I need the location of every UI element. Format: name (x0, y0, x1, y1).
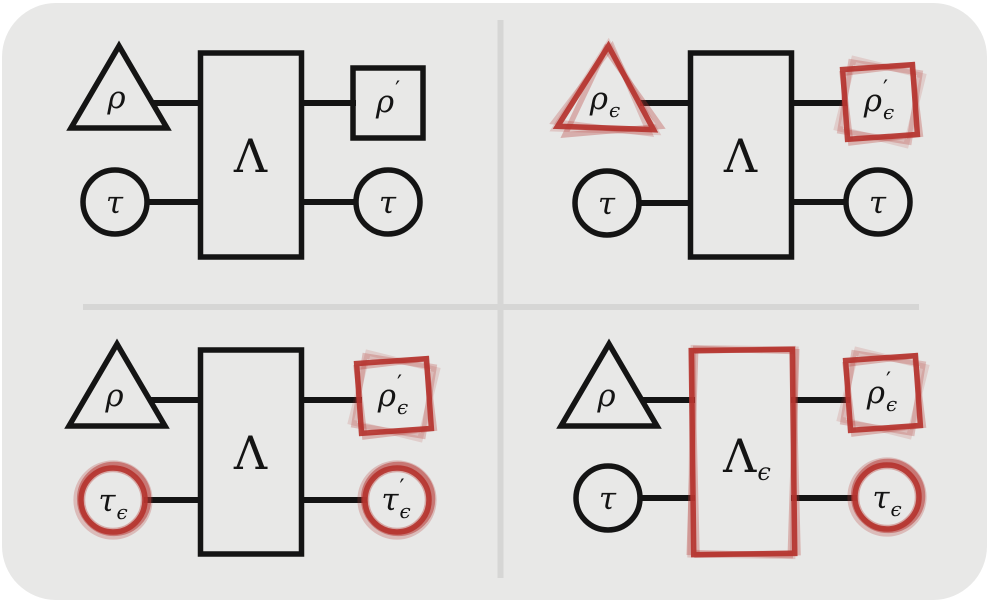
top-right-tau-output-circle (843, 167, 913, 237)
top-left-rho-input-triangle (66, 40, 172, 131)
bottom-left-channel-label: Λ (234, 429, 268, 477)
symbol: τ (597, 185, 616, 222)
bottom-left-tau-output-circle (357, 460, 437, 540)
quadrant-top-right (549, 37, 927, 260)
script-stack: ϵ (890, 497, 902, 521)
bottom-right-channel-box (686, 344, 801, 560)
script-stack: ′ϵ (397, 372, 409, 419)
symbol: Λ (233, 426, 268, 480)
top-left-rho-output-label: ρ′ (375, 78, 401, 121)
symbol: τ (381, 481, 399, 518)
script-stack: ϵ (757, 458, 771, 486)
script-stack: ′ϵ (883, 77, 895, 124)
top-left-tau-input-label: τ (106, 184, 124, 222)
quadrant-top-left (66, 40, 426, 260)
bottom-left-rho-input-label: ρ (105, 377, 124, 415)
bottom-left-tau-output-label: τ′ϵ (381, 476, 411, 523)
symbol: Λ (233, 129, 268, 183)
top-right-rho-output-label: ρ′ϵ (863, 77, 895, 124)
script-stack: ′ϵ (886, 369, 898, 416)
symbol: ρ (597, 377, 616, 414)
divider-vertical (497, 20, 504, 578)
symbol: ρ (589, 80, 609, 117)
top-left-rho-input-label: ρ (107, 79, 126, 117)
top-right-rho-input-triangle (549, 37, 666, 138)
top-left-tau-output-label: τ (379, 184, 397, 222)
symbol: τ (598, 480, 617, 517)
symbol: ρ (863, 82, 883, 119)
top-right-tau-input-label: τ (598, 185, 616, 223)
symbol: Λ (723, 429, 757, 483)
symbol: τ (378, 184, 397, 221)
symbol: τ (98, 482, 116, 519)
bottom-right-rho-output-square (836, 346, 930, 440)
symbol: Λ (723, 129, 758, 183)
script-stack: ′ (395, 78, 401, 103)
symbol: ρ (377, 377, 397, 414)
symbol: ρ (107, 79, 126, 116)
bottom-right-tau-output-circle (847, 457, 927, 537)
bottom-right-tau-input-label: τ (599, 480, 617, 518)
top-left-channel-label: Λ (234, 132, 268, 180)
symbol: τ (868, 184, 887, 221)
bottom-left-rho-output-square (347, 349, 441, 443)
symbol: τ (105, 184, 124, 221)
symbol: τ (872, 479, 890, 516)
bottom-right-rho-input-label: ρ (597, 377, 616, 415)
bottom-right-rho-input-triangle (556, 338, 662, 429)
top-left-tau-input-circle (80, 167, 150, 237)
script-stack: ϵ (116, 500, 128, 524)
quadrant-bottom-left (64, 338, 441, 557)
bottom-left-rho-output-label: ρ′ϵ (377, 372, 409, 419)
symbol: ρ (105, 377, 124, 414)
script-stack: ϵ (609, 98, 621, 122)
bottom-right-rho-output-label: ρ′ϵ (866, 369, 898, 416)
bottom-left-rho-input-triangle (64, 338, 170, 429)
top-right-tau-input-circle (572, 168, 642, 238)
top-right-rho-output-square (833, 55, 927, 149)
bottom-left-channel-box (197, 347, 305, 557)
top-right-channel-box (687, 50, 795, 260)
symbol: ρ (866, 374, 886, 411)
symbol: ρ (375, 83, 395, 120)
top-left-channel-box (197, 50, 305, 260)
bottom-left-tau-input-circle (73, 460, 153, 540)
divider-horizontal (83, 304, 919, 310)
quadrant-bottom-right (556, 338, 930, 560)
top-left-tau-output-circle (353, 167, 423, 237)
top-right-channel-label: Λ (724, 132, 758, 180)
bottom-right-tau-input-circle (573, 463, 643, 533)
top-left-rho-output-square (350, 65, 426, 141)
script-stack: ′ϵ (399, 476, 411, 523)
top-right-tau-output-label: τ (869, 184, 887, 222)
